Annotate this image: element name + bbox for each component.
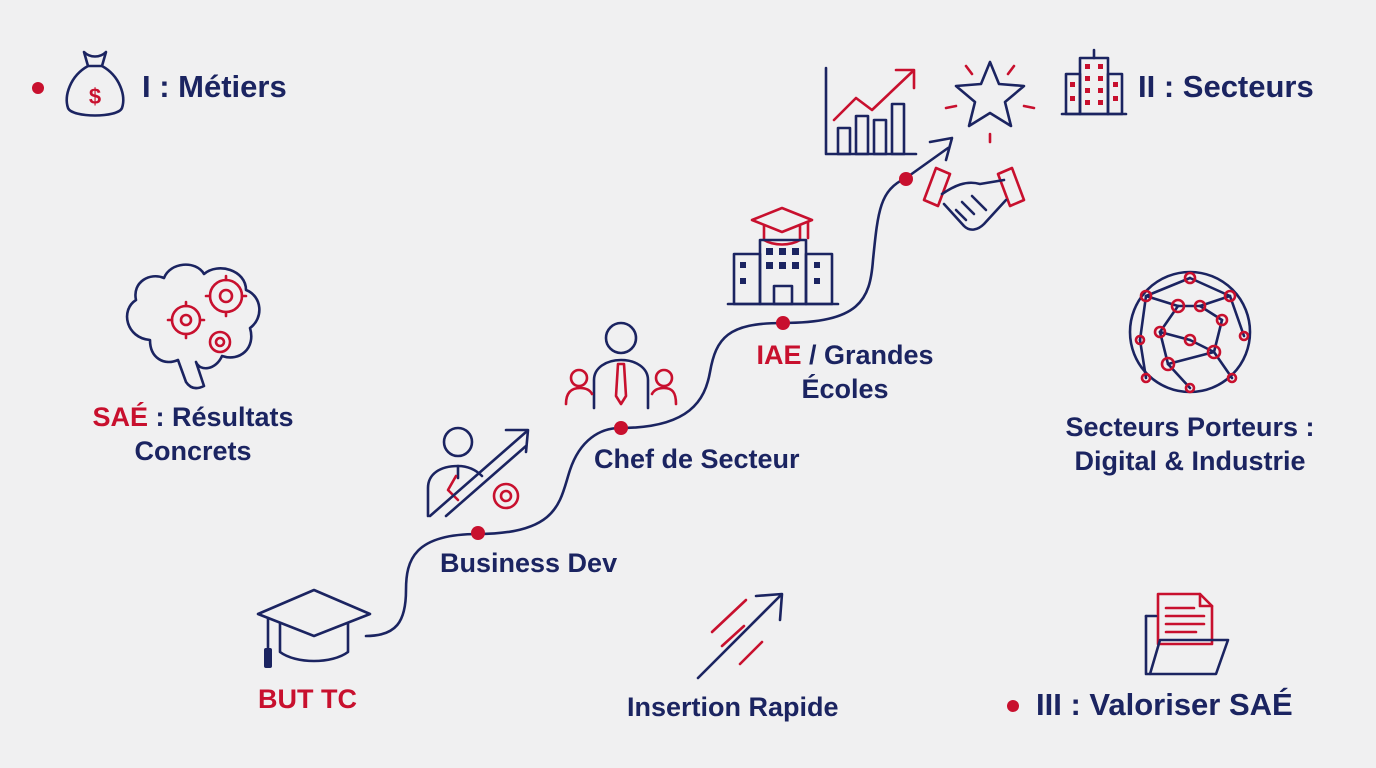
step-label-business-dev: Business Dev: [440, 548, 618, 578]
school-building-icon: [726, 206, 840, 306]
career-path-arrowhead: [928, 136, 954, 162]
money-bag-icon: $: [65, 50, 125, 117]
section-title-valoriser: III : Valoriser SAÉ: [1036, 687, 1293, 722]
iae-line2: Écoles: [801, 374, 889, 404]
rocket-arrow-icon: [696, 592, 784, 680]
network-globe-icon: [1128, 270, 1252, 394]
step-label-but-tc: BUT TC: [258, 684, 357, 714]
graduation-cap-icon: [256, 588, 372, 668]
sae-line2: Concrets: [134, 436, 252, 466]
insertion-rapide-label: Insertion Rapide: [627, 692, 839, 722]
handshake-icon: [922, 166, 1026, 231]
sae-line1-rest: : Résultats: [147, 402, 294, 432]
iae-line1-rest: / Grandes: [801, 340, 934, 370]
growth-chart-icon: [824, 66, 918, 156]
sae-results-label: SAÉ : Résultats Concrets: [80, 400, 306, 468]
step-dot-iae: [776, 316, 790, 330]
step-label-chef-secteur: Chef de Secteur: [594, 444, 800, 474]
step-label-iae-grandes-ecoles: IAE / Grandes Écoles: [750, 338, 940, 406]
secteurs-porteurs-label: Secteurs Porteurs : Digital & Industrie: [1050, 410, 1330, 478]
manager-team-icon: [564, 321, 678, 410]
iae-accent: IAE: [756, 340, 802, 370]
building-icon: [1060, 48, 1128, 116]
secteurs-porteurs-line1: Secteurs Porteurs :: [1065, 412, 1315, 442]
section-title-metiers: I : Métiers: [142, 69, 287, 104]
svg-text:$: $: [89, 84, 101, 109]
step-dot-top: [899, 172, 913, 186]
bullet-valoriser: [1007, 700, 1019, 712]
folder-document-icon: [1144, 592, 1230, 676]
career-path-line: [364, 146, 950, 638]
step-dot-business-dev: [471, 526, 485, 540]
sae-accent: SAÉ: [92, 402, 148, 432]
bullet-metiers: [32, 82, 44, 94]
section-title-secteurs: II : Secteurs: [1138, 69, 1314, 104]
star-icon: [944, 60, 1036, 144]
person-growth-icon: [426, 426, 530, 518]
brain-gears-icon: [125, 263, 261, 390]
step-dot-chef-secteur: [614, 421, 628, 435]
secteurs-porteurs-line2: Digital & Industrie: [1074, 446, 1306, 476]
